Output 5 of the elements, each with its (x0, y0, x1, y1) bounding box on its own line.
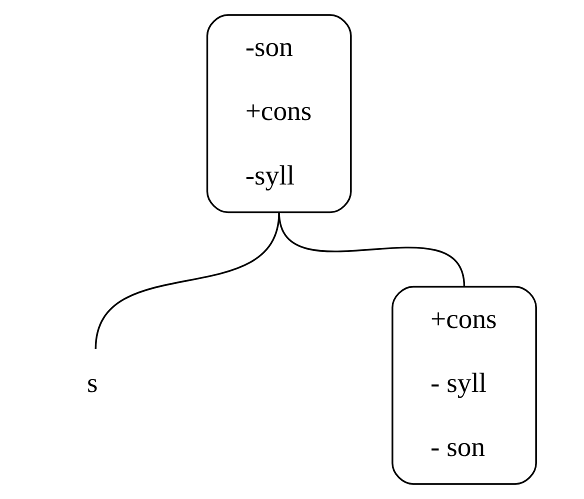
connector (94, 212, 280, 350)
node-box: +cons - syll - son (391, 286, 536, 485)
node-text: s (86, 366, 98, 398)
connector (278, 212, 465, 287)
node-box: -son +cons -syll (206, 14, 352, 214)
